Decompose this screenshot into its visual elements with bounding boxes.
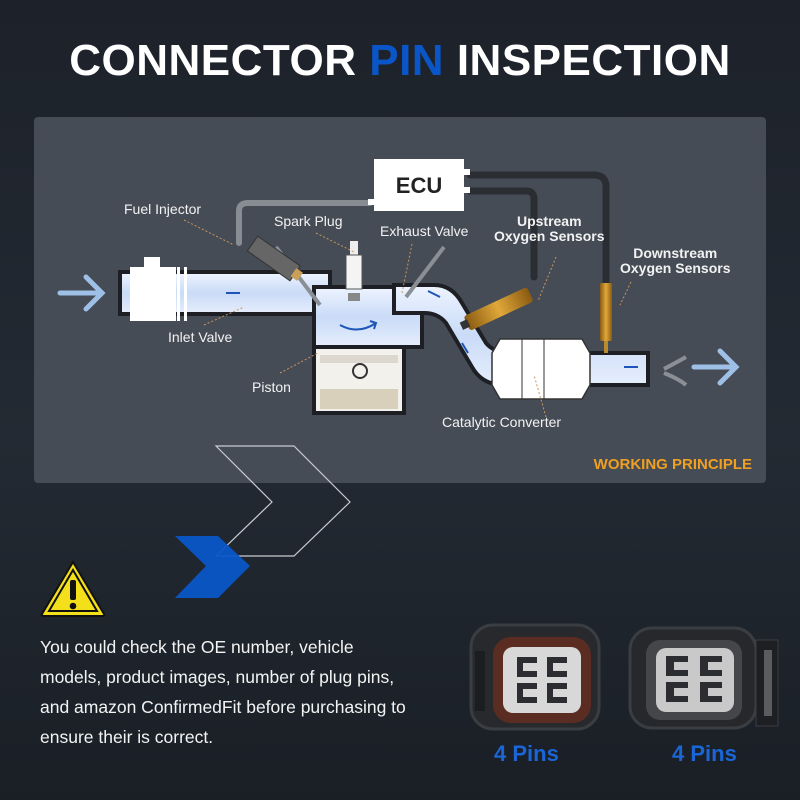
label-catalytic-converter: Catalytic Converter xyxy=(442,414,562,430)
connector-2-pins-label: 4 Pins xyxy=(672,741,737,766)
upstream-o2-sensor xyxy=(459,287,533,330)
exhaust-valve-shape xyxy=(404,245,446,299)
label-spark-plug: Spark Plug xyxy=(274,213,343,229)
connector-2-image xyxy=(628,626,779,730)
warning-icon xyxy=(40,560,106,617)
downstream-o2-sensor xyxy=(600,283,612,353)
fuel-injector-shape xyxy=(246,235,303,282)
label-inlet-valve: Inlet Valve xyxy=(168,329,233,345)
ecu-label: ECU xyxy=(396,173,442,198)
label-piston: Piston xyxy=(252,379,291,395)
ecu-wiring xyxy=(236,171,610,289)
spark-plug-shape xyxy=(345,241,363,301)
blue-chevron-icon xyxy=(175,536,250,598)
upstream-line2: Oxygen Sensors xyxy=(494,228,605,244)
ecu-box: ECU xyxy=(368,159,470,211)
title-accent: PIN xyxy=(369,36,445,85)
downstream-line2: Oxygen Sensors xyxy=(620,260,731,276)
connector-1-pins xyxy=(517,657,567,703)
combustion-chamber xyxy=(312,285,424,349)
downstream-line1: Downstream xyxy=(633,245,718,261)
title-part1: CONNECTOR xyxy=(69,36,370,85)
outflow-arrow-icon xyxy=(691,348,740,386)
working-principle-caption: WORKING PRINCIPLE xyxy=(593,456,752,473)
connector-1-image xyxy=(469,623,601,731)
inflow-arrow-icon xyxy=(57,274,106,312)
working-principle-panel: ECU Fuel Injector Spark Plug Exhaust Val… xyxy=(34,117,766,483)
upstream-line1: Upstream xyxy=(516,213,582,229)
label-exhaust-valve: Exhaust Valve xyxy=(380,223,469,239)
flow-arrows xyxy=(226,290,638,368)
leader-lines xyxy=(183,219,632,418)
title-part2: INSPECTION xyxy=(444,36,731,85)
connector-1-pins-label: 4 Pins xyxy=(494,741,559,766)
engine-diagram: ECU xyxy=(57,159,740,418)
air-flow-meter xyxy=(130,257,187,321)
label-fuel-injector: Fuel Injector xyxy=(124,201,202,217)
piston-shape xyxy=(320,355,398,409)
connector-2-pins xyxy=(666,656,722,702)
page-title: CONNECTOR PIN INSPECTION xyxy=(0,36,800,86)
notice-text: You could check the OE number, vehicle m… xyxy=(40,637,406,747)
catalytic-converter-shape xyxy=(491,338,591,400)
